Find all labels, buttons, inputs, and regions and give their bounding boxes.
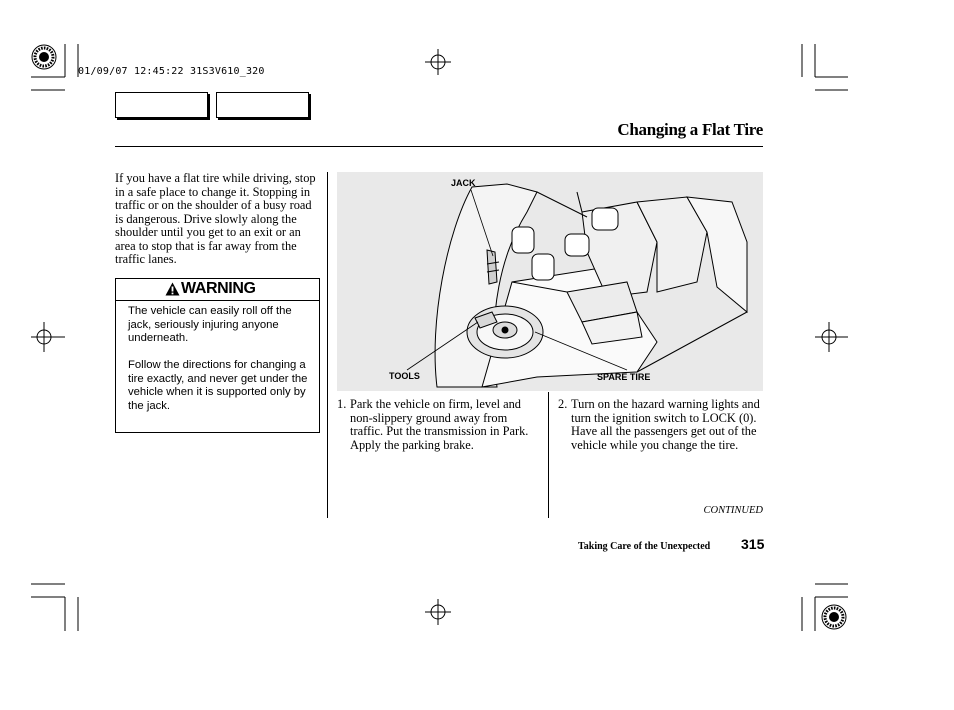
step-1-text: Park the vehicle on firm, level and non-… bbox=[350, 397, 529, 452]
print-stamp: 01/09/07 12:45:22 31S3V610_320 bbox=[78, 66, 265, 77]
step-2: 2. Turn on the hazard warning lights and… bbox=[558, 397, 763, 452]
trunk-drawing bbox=[406, 183, 748, 388]
page-number: 315 bbox=[741, 536, 765, 552]
warning-triangle-icon bbox=[165, 282, 180, 296]
warning-paragraph-1: The vehicle can easily roll off the jack… bbox=[128, 305, 292, 344]
title-rule bbox=[115, 146, 763, 147]
step-2-text: Turn on the hazard warning lights and tu… bbox=[571, 397, 760, 452]
footer-section-title: Taking Care of the Unexpected bbox=[578, 541, 711, 552]
step-1-number: 1. bbox=[337, 397, 347, 411]
jack-label: JACK bbox=[451, 178, 476, 188]
tools-label: TOOLS bbox=[389, 371, 420, 381]
trunk-illustration: JACK TOOLS SPARE TIRE bbox=[337, 172, 763, 391]
warning-header: WARNING bbox=[116, 279, 319, 301]
column-divider-1 bbox=[327, 172, 328, 518]
warning-label: WARNING bbox=[181, 280, 256, 297]
step-2-number: 2. bbox=[558, 397, 568, 411]
warning-paragraph-2: Follow the directions for changing a tir… bbox=[128, 359, 308, 412]
continued-note: CONTINUED bbox=[703, 505, 763, 516]
registration-target-top-left bbox=[31, 44, 57, 70]
spare-tire-label: SPARE TIRE bbox=[597, 372, 651, 382]
intro-paragraph: If you have a flat tire while driving, s… bbox=[115, 171, 316, 266]
section-tab-2 bbox=[216, 92, 309, 118]
page-title: Changing a Flat Tire bbox=[617, 120, 763, 139]
section-tab-1 bbox=[115, 92, 208, 118]
warning-box: WARNING The vehicle can easily roll off … bbox=[115, 278, 320, 433]
step-1: 1. Park the vehicle on firm, level and n… bbox=[337, 397, 542, 452]
registration-target-bottom-right bbox=[821, 604, 847, 630]
column-divider-2 bbox=[548, 392, 549, 518]
